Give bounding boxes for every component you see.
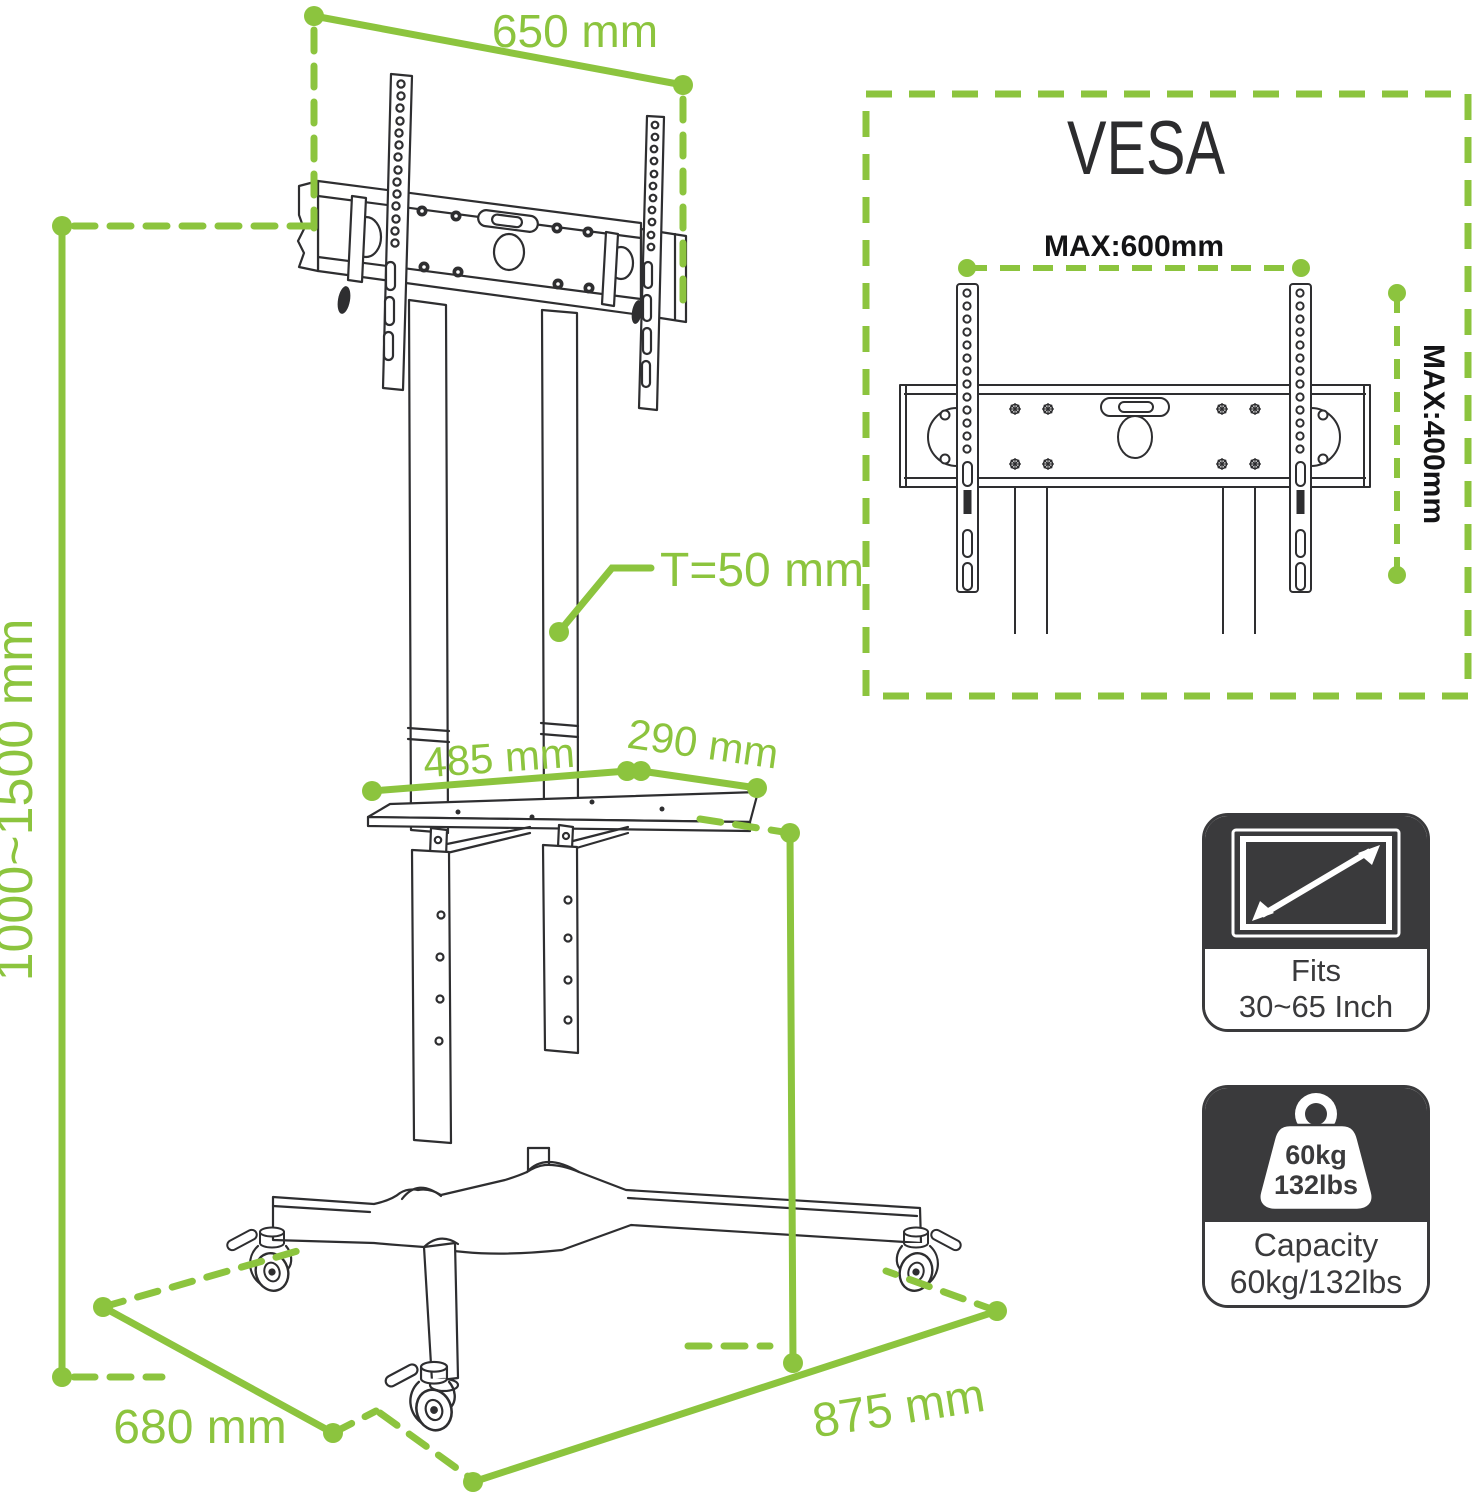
fits-badge-line2: 30~65 Inch bbox=[1238, 989, 1394, 1024]
capacity-badge-line2: 60kg/132lbs bbox=[1229, 1263, 1403, 1300]
dim-height bbox=[52, 216, 314, 1387]
bracket-front-view bbox=[899, 283, 1371, 634]
front-rail-left bbox=[927, 283, 979, 593]
dim-base-right-label: 875 mm bbox=[809, 1369, 989, 1448]
vesa-rail-right bbox=[600, 114, 666, 412]
dim-tube-label: T=50 mm bbox=[660, 544, 864, 597]
capacity-badge-line1: Capacity bbox=[1253, 1226, 1379, 1263]
weight-icon-lbs: 132lbs bbox=[1274, 1170, 1358, 1200]
tv-stand-drawing bbox=[224, 72, 964, 1437]
upper-poles bbox=[406, 298, 580, 835]
shelf bbox=[366, 790, 760, 886]
capacity-badge-icon-area: 60kg 132lbs bbox=[1205, 1088, 1427, 1222]
base-front-leg bbox=[422, 1241, 460, 1393]
fits-badge-line1: Fits bbox=[1291, 953, 1341, 988]
vesa-panel: VESA MAX:600mm bbox=[862, 90, 1472, 700]
vesa-max-height-label: MAX:400mm bbox=[1417, 344, 1450, 524]
dim-right-drop bbox=[684, 815, 803, 1373]
fits-badge: Fits 30~65 Inch bbox=[1202, 813, 1430, 1032]
dim-shelf-width-label: 485 mm bbox=[422, 729, 577, 786]
cable-hole bbox=[492, 232, 526, 272]
vesa-title: VESA bbox=[1067, 106, 1225, 191]
bar-screws bbox=[416, 205, 595, 294]
vesa-width-dimension bbox=[958, 259, 1310, 277]
dim-tube-callout bbox=[549, 564, 655, 642]
fits-badge-icon-area bbox=[1205, 816, 1427, 949]
dim-top-width-label: 650 mm bbox=[492, 5, 658, 57]
dim-base-left-label: 680 mm bbox=[113, 1401, 286, 1454]
dim-top-width bbox=[304, 6, 693, 316]
handle-slot bbox=[477, 209, 539, 233]
dim-floor-footprint bbox=[93, 1244, 1007, 1492]
front-rail-right bbox=[1289, 283, 1341, 593]
base bbox=[224, 1146, 964, 1437]
dimension-lines: 650 mm 1000~1500 mm T=50 mm 485 mm bbox=[0, 5, 1007, 1492]
capacity-badge: 60kg 132lbs Capacity 60kg/132lbs bbox=[1202, 1085, 1430, 1308]
vesa-panel-border bbox=[862, 90, 1472, 700]
tv-diagonal-icon bbox=[1231, 828, 1401, 937]
vesa-height-dimension bbox=[1388, 284, 1406, 584]
dim-shelf-depth bbox=[631, 761, 767, 798]
lower-poles bbox=[410, 843, 580, 1145]
dim-height-label: 1000~1500 mm bbox=[0, 619, 44, 982]
vesa-rail-left bbox=[337, 72, 414, 392]
weight-icon-kg: 60kg bbox=[1285, 1140, 1347, 1170]
vesa-max-width-label: MAX:600mm bbox=[1044, 230, 1224, 263]
dim-shelf-width bbox=[362, 761, 637, 801]
weight-icon: 60kg 132lbs bbox=[1258, 1093, 1374, 1212]
